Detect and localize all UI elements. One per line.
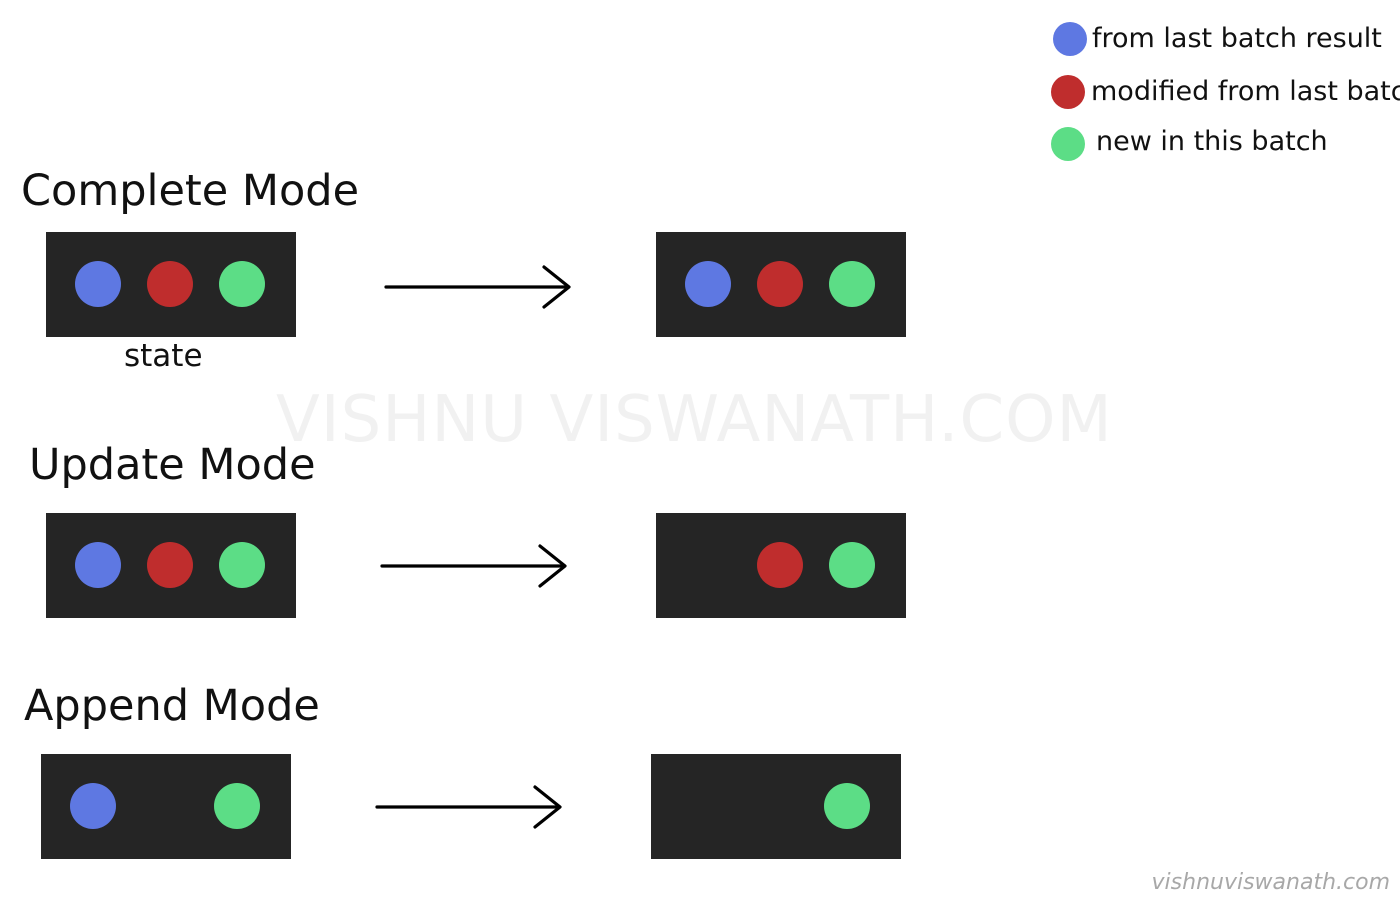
dot-slot-3 xyxy=(824,783,870,829)
dot-slot-1 xyxy=(75,261,121,307)
dot-slot-2 xyxy=(147,542,193,588)
dot-slot-3 xyxy=(219,542,265,588)
arrow-right-icon xyxy=(380,544,567,588)
state-caption: state xyxy=(124,338,203,374)
mode-title-update: Update Mode xyxy=(29,440,316,490)
legend-label: new in this batch xyxy=(1096,126,1328,157)
dot-slot-3 xyxy=(214,783,260,829)
dot-slot-2 xyxy=(757,542,803,588)
output-box-complete xyxy=(656,232,906,337)
input-box-update xyxy=(46,513,296,618)
arrow-right-icon xyxy=(384,265,571,309)
dot-slot-3 xyxy=(829,261,875,307)
legend-label: from last batch result xyxy=(1092,23,1382,54)
legend-dot-blue xyxy=(1053,22,1087,56)
site-credit: vishnuviswanath.com xyxy=(1151,870,1390,895)
dot-slot-2 xyxy=(757,261,803,307)
dot-slot-1 xyxy=(685,261,731,307)
output-box-update xyxy=(656,513,906,618)
legend-dot-green xyxy=(1051,127,1085,161)
mode-title-append: Append Mode xyxy=(24,681,320,731)
input-box-complete xyxy=(46,232,296,337)
dot-slot-2 xyxy=(147,261,193,307)
dot-slot-3 xyxy=(219,261,265,307)
legend-label: modified from last batch xyxy=(1091,76,1400,107)
mode-title-complete: Complete Mode xyxy=(21,166,360,216)
output-box-append xyxy=(651,754,901,859)
legend-dot-red xyxy=(1051,75,1085,109)
dot-slot-1 xyxy=(70,783,116,829)
dot-slot-3 xyxy=(829,542,875,588)
dot-slot-1 xyxy=(75,542,121,588)
arrow-right-icon xyxy=(375,785,562,829)
watermark: VISHNU VISWANATH.COM xyxy=(276,383,1113,457)
input-box-append xyxy=(41,754,291,859)
